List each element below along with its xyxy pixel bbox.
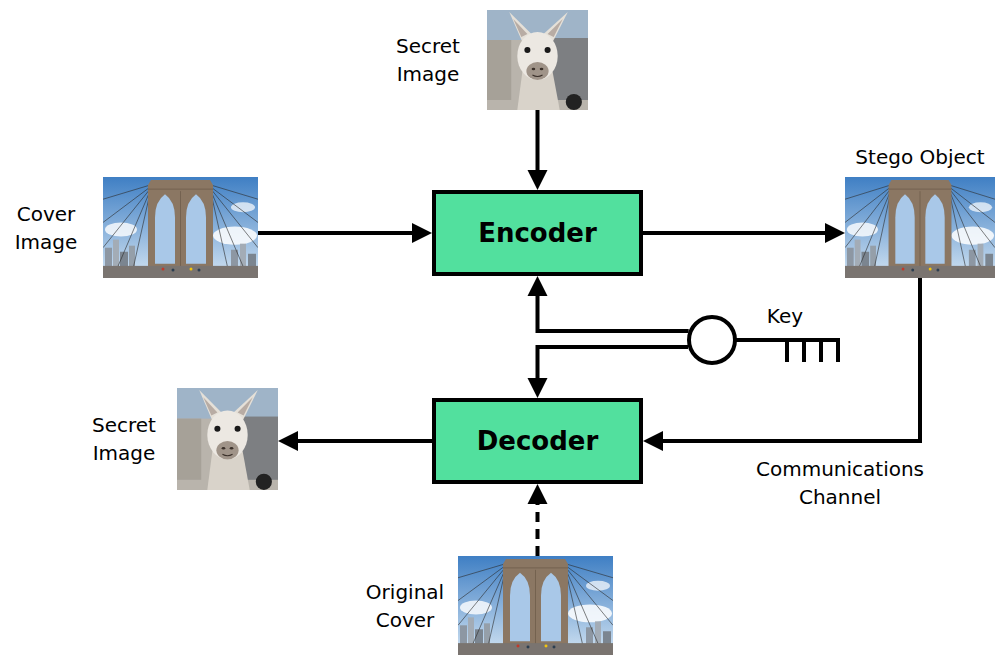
- connector-line: [661, 278, 920, 441]
- picture-label: Secret Image: [79, 411, 169, 467]
- picture-label: Secret Image: [383, 32, 473, 88]
- connector-line: [536, 110, 540, 172]
- dashed-arrow: [528, 484, 548, 556]
- box-label: Decoder: [477, 425, 599, 457]
- connector-arrow: [528, 276, 689, 331]
- arrow-head: [643, 431, 663, 451]
- picture-label: Stego Object: [855, 143, 984, 171]
- stego-image: Stego Object: [845, 177, 995, 278]
- key-drawing: [689, 317, 840, 363]
- connector-line: [538, 347, 689, 380]
- connector-line: [538, 294, 689, 331]
- arrow-head: [528, 170, 548, 190]
- connector-line: [536, 502, 540, 556]
- secret-image: Secret Image: [487, 10, 588, 110]
- bridge-picture: [458, 556, 613, 655]
- connector-arrow: [258, 223, 432, 243]
- connector-arrow: [643, 223, 845, 243]
- connector-line: [296, 439, 432, 443]
- connector-line: [258, 231, 414, 235]
- bridge-picture: [845, 177, 995, 278]
- picture-label: Cover Image: [1, 200, 91, 256]
- bridge-picture: [103, 177, 258, 278]
- arrow-head: [825, 223, 845, 243]
- arrow-head: [528, 378, 548, 398]
- connector-line: [643, 231, 827, 235]
- cover-image: Cover Image: [103, 177, 258, 278]
- arrow-head: [528, 276, 548, 296]
- original-cover-image: Original Cover: [458, 556, 613, 655]
- llama-picture: [487, 10, 588, 110]
- decoder-box: Decoder: [432, 398, 643, 484]
- arrow-head: [528, 484, 548, 504]
- secret-image-output: Secret Image: [177, 388, 278, 490]
- channel-label: Communications Channel: [735, 455, 945, 511]
- key-symbol: Key: [686, 316, 842, 364]
- connector-arrow: [528, 347, 689, 398]
- picture-label: Original Cover: [355, 578, 455, 634]
- picture-label: Key: [767, 302, 803, 330]
- box-label: Encoder: [478, 217, 597, 249]
- llama-picture: [177, 388, 278, 490]
- connector-arrow: [278, 431, 432, 451]
- encoder-box: Encoder: [432, 190, 643, 276]
- connector-arrow: [643, 278, 920, 451]
- connector-arrow: [528, 110, 548, 190]
- arrow-head: [278, 431, 298, 451]
- arrow-head: [412, 223, 432, 243]
